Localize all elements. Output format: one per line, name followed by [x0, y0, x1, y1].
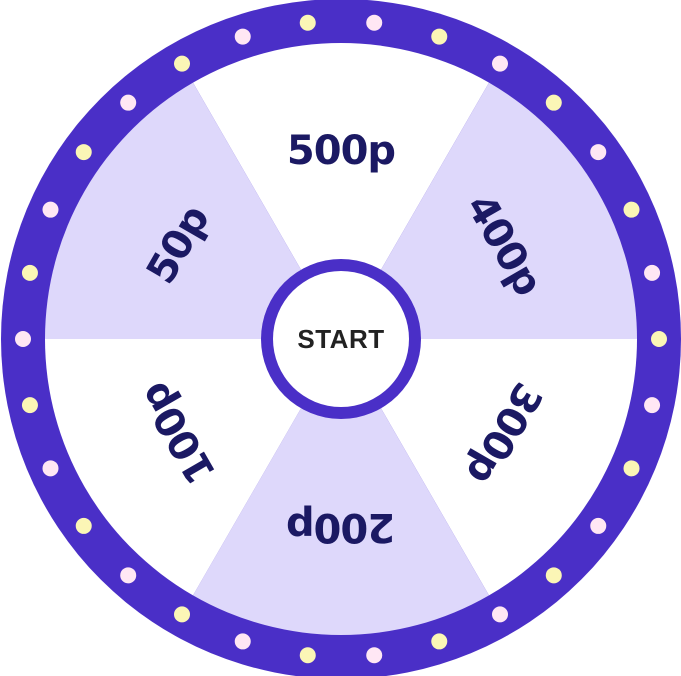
- rim-light: [120, 567, 137, 584]
- rim-light: [15, 331, 31, 347]
- start-button-label: START: [297, 324, 384, 354]
- rim-light: [42, 460, 59, 477]
- rim-light: [590, 144, 607, 161]
- rim-light: [174, 606, 190, 623]
- rim-light: [75, 144, 92, 161]
- wheel-segment-label: 500p: [287, 128, 395, 174]
- rim-lights: [15, 14, 667, 664]
- wheel-segment-50p: [45, 82, 341, 339]
- rim-light: [644, 264, 661, 281]
- rim-light: [651, 331, 667, 347]
- wheel-segment-300p: [341, 339, 637, 596]
- rim-light: [234, 28, 251, 45]
- rim-light: [623, 201, 640, 218]
- rim-light: [120, 94, 137, 111]
- rim-light: [42, 201, 59, 218]
- rim-light: [75, 517, 92, 534]
- rim-light: [545, 94, 562, 111]
- wheel-segment-100p: [45, 339, 341, 596]
- rim-light: [299, 14, 316, 31]
- rim-light: [366, 14, 383, 31]
- rim-light: [431, 28, 448, 45]
- rim-light: [492, 606, 508, 623]
- wheel-segment-500p: [193, 42, 489, 340]
- rim-light: [21, 264, 38, 281]
- rim-light: [299, 647, 316, 664]
- wheel-segment-400p: [341, 82, 637, 339]
- rim-light: [431, 633, 448, 650]
- start-button[interactable]: START: [261, 259, 421, 419]
- wheel-segment-label: 200p: [287, 504, 395, 550]
- rim-light: [623, 460, 640, 477]
- rim-light: [492, 55, 508, 72]
- wheel-segment-200p: [193, 339, 489, 636]
- start-button-face: [273, 271, 409, 407]
- rim-light: [21, 397, 38, 414]
- rim-light: [234, 633, 251, 650]
- rim-light: [644, 397, 661, 414]
- rim-light: [590, 517, 607, 534]
- rim-light: [366, 647, 383, 664]
- rim-light: [174, 55, 190, 72]
- rim-light: [545, 567, 562, 584]
